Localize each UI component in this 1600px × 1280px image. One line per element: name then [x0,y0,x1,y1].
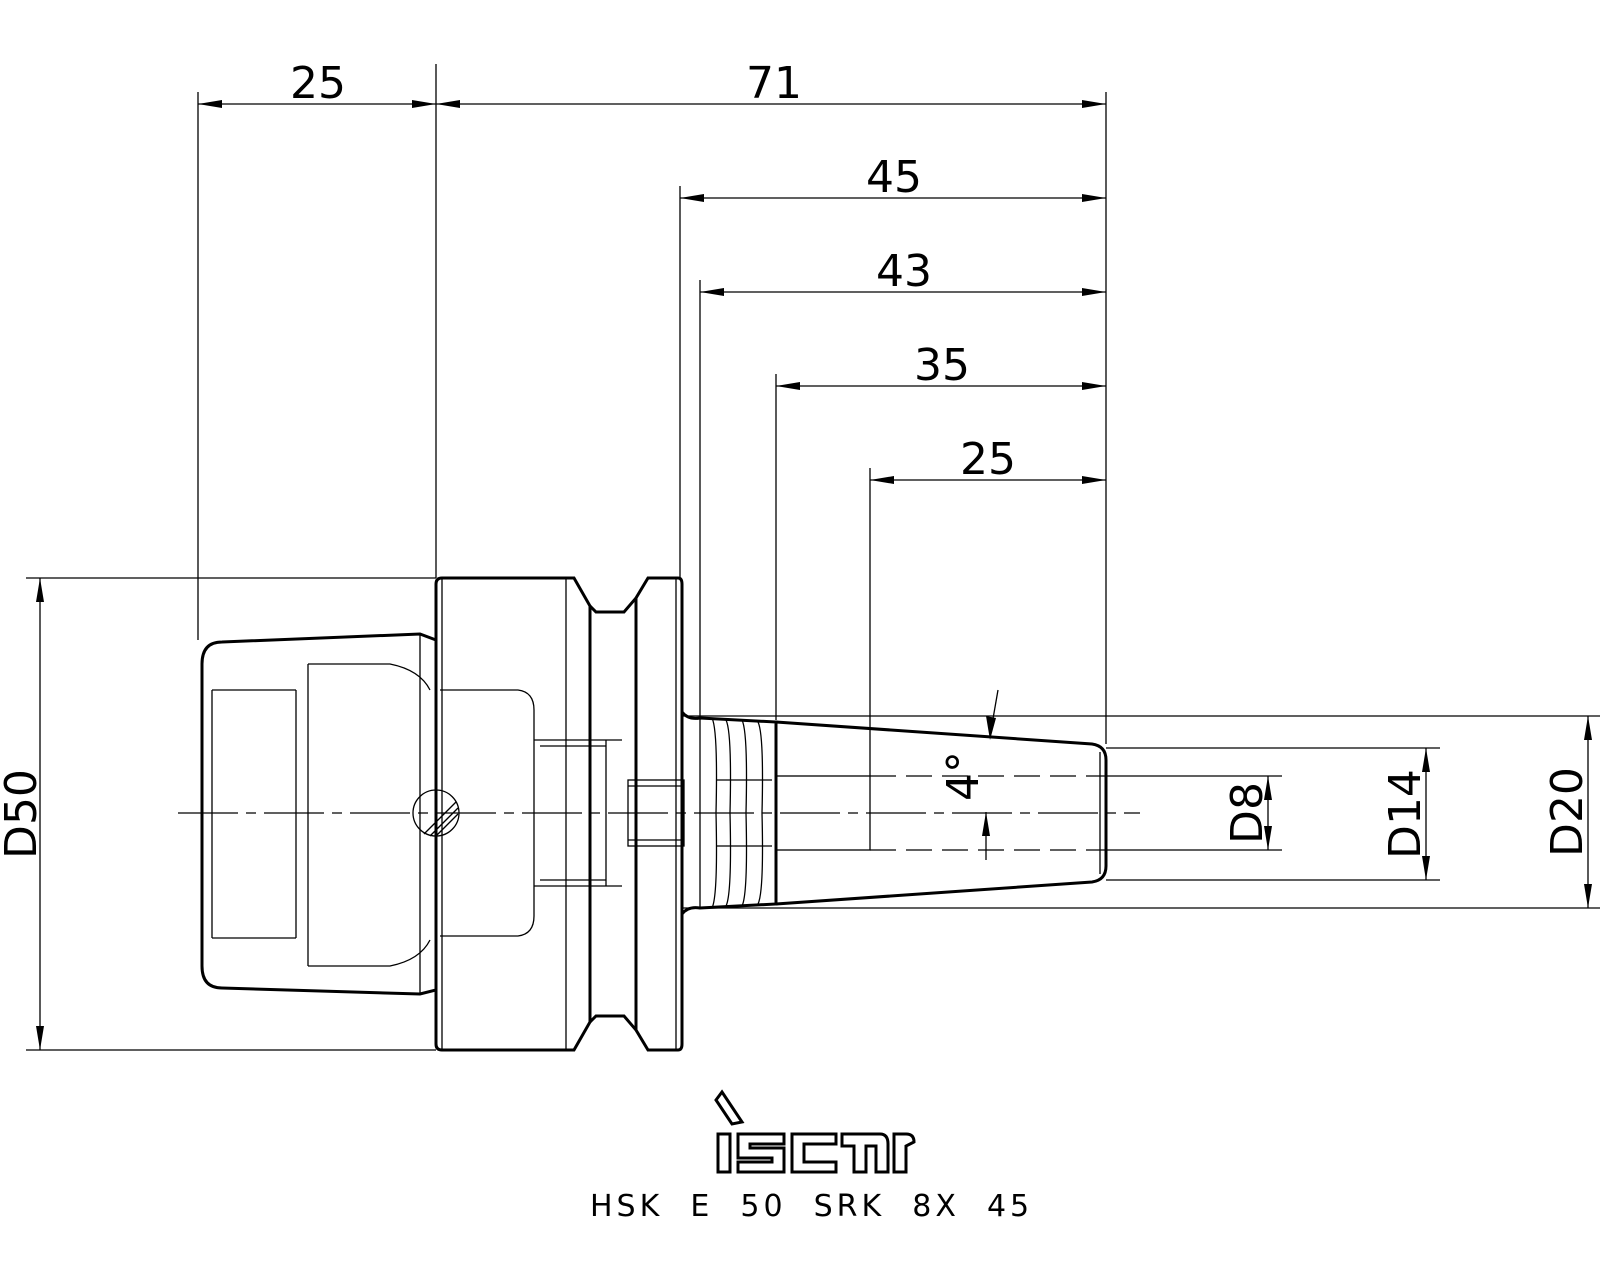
dim-length-45: 45 [680,152,1106,203]
brand-logo: iscar [714,1089,916,1174]
dim-collet-nut-length: 25 [198,58,436,109]
dim-overall-length: 71 [436,58,1106,109]
gripper-flange [634,576,684,1052]
dim-overall-length-label: 71 [746,58,802,109]
dim-length-35: 35 [776,340,1106,391]
dim-length-43: 43 [700,246,1106,297]
dim-taper-angle: 4° [938,689,999,860]
dim-diameter-flange-label: D50 [0,769,47,859]
dim-length-25-label: 25 [960,434,1016,485]
dim-length-25: 25 [870,434,1106,485]
dim-diameter-14: D14 [1380,748,1431,880]
dim-length-35-label: 35 [914,340,970,391]
dim-taper-angle-label: 4° [938,751,989,801]
dim-collet-nut-length-label: 25 [290,58,346,109]
flange-body [434,576,592,1052]
collet-nut [200,632,460,996]
dim-length-45-label: 45 [866,152,922,203]
dim-length-43-label: 43 [876,246,932,297]
dim-diameter-14-label: D14 [1380,769,1431,859]
extension-lines [26,64,1600,1051]
tapered-nose [775,720,1108,906]
dim-diameter-20: D20 [1542,716,1593,908]
dim-diameter-bore: D8 [1222,776,1273,850]
dim-diameter-flange: D50 [0,578,47,1050]
dim-diameter-20-label: D20 [1542,767,1593,857]
dim-diameter-bore-label: D8 [1222,782,1273,844]
designation-caption: HSK E 50 SRK 8X 45 [590,1189,1033,1224]
v-groove [588,593,638,1035]
